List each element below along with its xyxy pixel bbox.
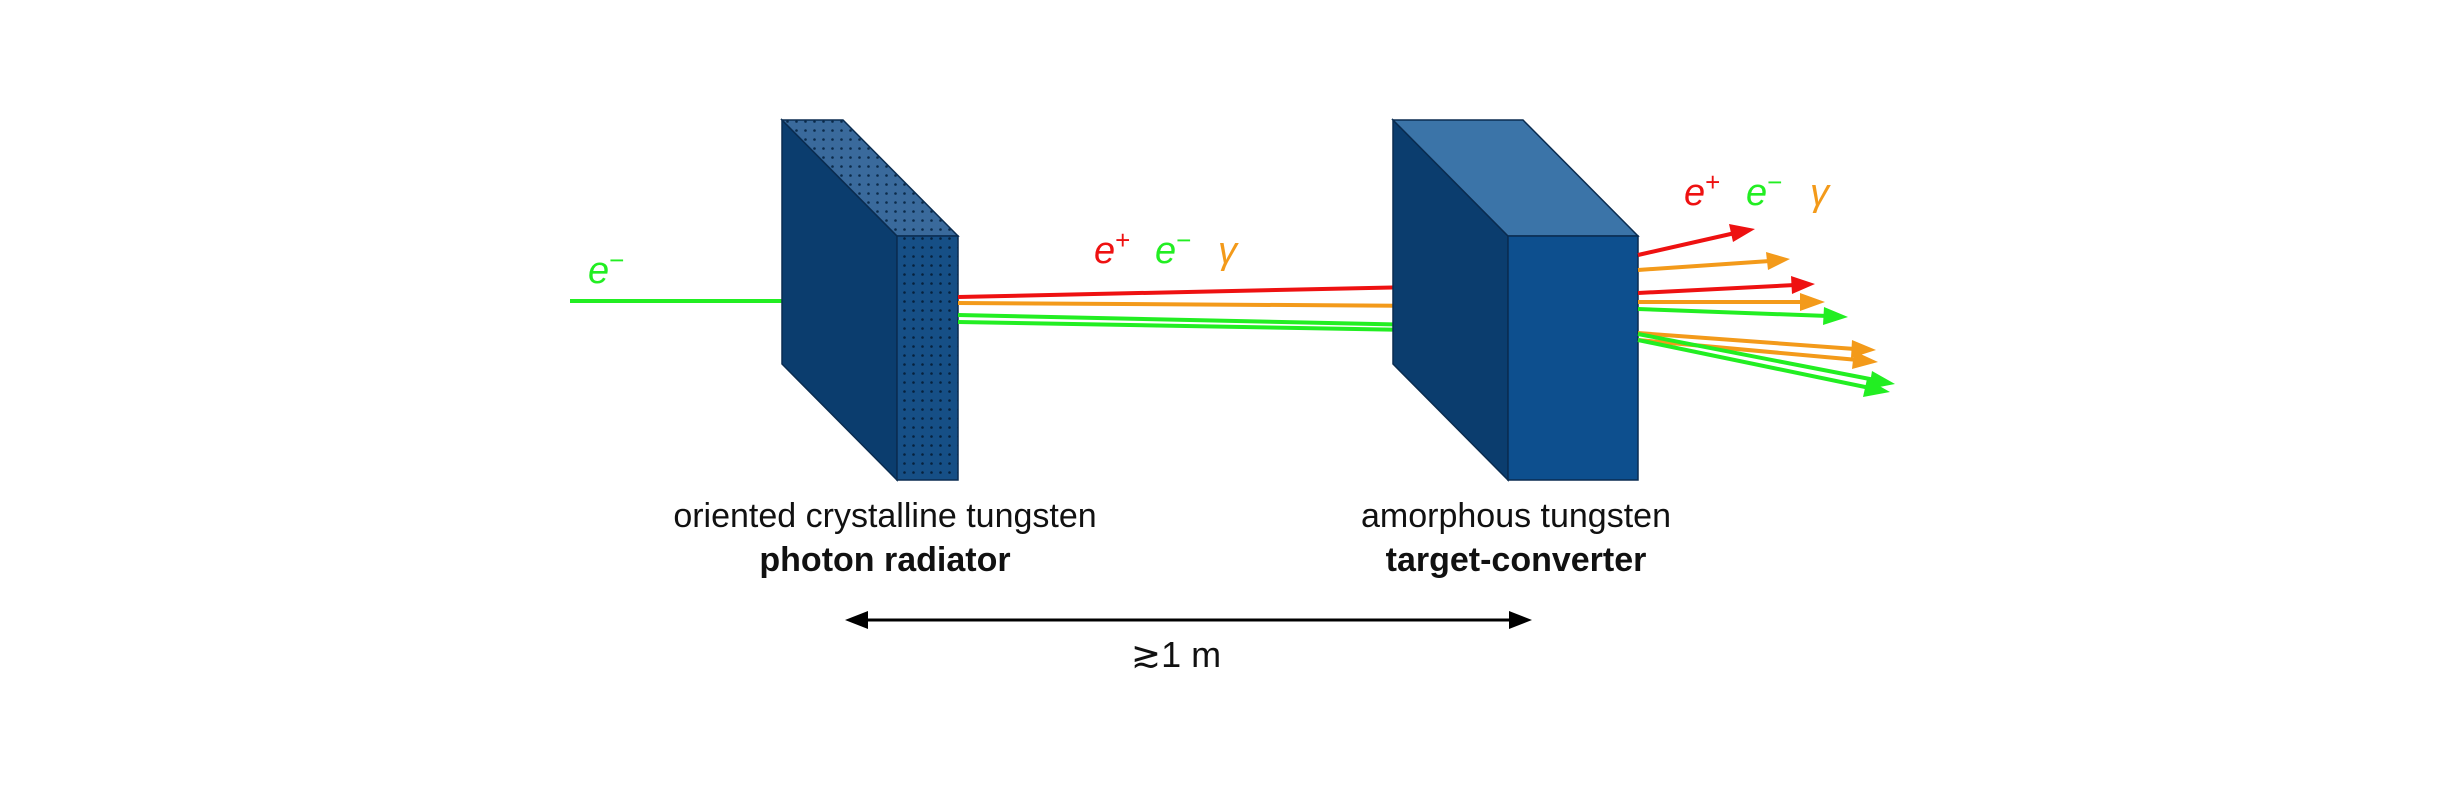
distance-arrowhead-left (845, 611, 868, 629)
between-positron-label: e+ (1094, 225, 1130, 272)
converter-front-face (1507, 235, 1639, 481)
between-photon-label: γ (1218, 230, 1239, 272)
out-photon-arrowhead-2 (1800, 293, 1825, 311)
distance-arrow (845, 611, 1532, 629)
out-electron-arrowhead-3 (1863, 379, 1890, 397)
outgoing-showers (1637, 224, 1895, 397)
photon-radiator-block (780, 118, 960, 482)
radiator-caption-bold: photon radiator (759, 541, 1010, 579)
out-positron-arrowhead-1 (1729, 224, 1755, 242)
radiator-caption: oriented crystalline tungsten (673, 497, 1096, 535)
converter-caption: amorphous tungsten (1361, 497, 1671, 535)
out-photon-track-4 (1637, 338, 1859, 362)
converter-caption-bold: target-converter (1386, 541, 1647, 579)
incoming-electron-label: e− (588, 245, 624, 292)
out-electron-track-1 (1637, 307, 1829, 318)
distance-label: ≳1 m (1131, 634, 1221, 675)
electron-track-2 (957, 320, 1469, 333)
after-electron-label: e− (1746, 167, 1782, 214)
radiator-front-face (896, 235, 959, 481)
electron-track-1 (957, 313, 1469, 328)
out-photon-track-1 (1637, 259, 1771, 272)
out-photon-track-3 (1637, 331, 1856, 351)
distance-arrowhead-right (1509, 611, 1532, 629)
out-electron-track-3 (1637, 338, 1871, 390)
out-electron-arrowhead-1 (1823, 307, 1848, 325)
photon-track (957, 301, 1443, 308)
out-electron-track-2 (1637, 332, 1876, 382)
out-photon-arrowhead-4 (1852, 351, 1878, 369)
out-positron-track-1 (1637, 231, 1736, 257)
after-positron-label: e+ (1684, 167, 1720, 214)
out-positron-track-2 (1637, 283, 1796, 295)
after-photon-label: γ (1810, 172, 1831, 214)
out-positron-arrowhead-2 (1791, 276, 1815, 294)
between-electron-label: e− (1155, 225, 1191, 272)
positron-track (957, 285, 1416, 299)
out-photon-arrowhead-1 (1766, 252, 1790, 270)
target-converter-block (1391, 118, 1640, 482)
